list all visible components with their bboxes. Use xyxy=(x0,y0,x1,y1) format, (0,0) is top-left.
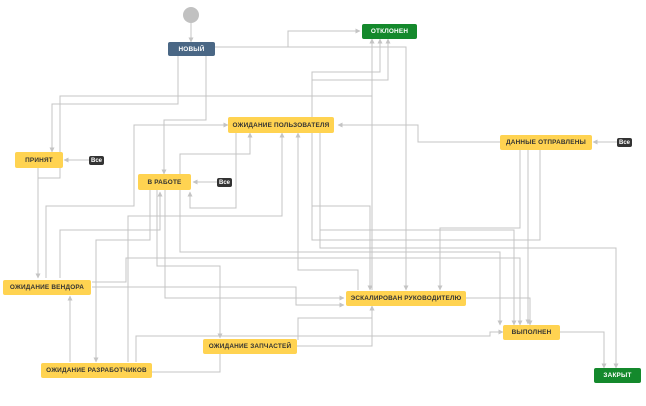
edge-inprogress-done xyxy=(179,190,503,326)
edge-user-rejected xyxy=(311,38,383,117)
badge-all-in-progress: Все xyxy=(217,178,232,187)
edge-inprogress-esc xyxy=(164,190,345,301)
edge-new-rejected xyxy=(215,28,361,48)
status-new[interactable]: НОВЫЙ xyxy=(168,42,215,56)
status-waiting-devs[interactable]: ОЖИДАНИЕ РАЗРАБОТЧИКОВ xyxy=(41,363,152,378)
badge-all-accepted: Все xyxy=(89,156,104,165)
badge-all-data-sent: Все xyxy=(617,138,632,147)
status-waiting-parts[interactable]: ОЖИДАНИЕ ЗАПЧАСТЕЙ xyxy=(203,339,297,354)
edge-user-closed xyxy=(319,133,619,369)
status-accepted[interactable]: ПРИНЯТ xyxy=(15,152,63,168)
edge-done-closed xyxy=(560,331,607,369)
status-waiting-user[interactable]: ОЖИДАНИЕ ПОЛЬЗОВАТЕЛЯ xyxy=(228,117,334,133)
edge-vendor-user xyxy=(45,122,229,278)
edge-new-inprogress xyxy=(161,56,207,175)
edge-new-accepted xyxy=(49,56,179,153)
edge-user-inprogress xyxy=(187,133,237,209)
edge-esc-done xyxy=(466,297,533,326)
edge-user-esc xyxy=(311,133,373,291)
edge-inprogress-parts xyxy=(156,190,223,339)
edge-parts-esc xyxy=(297,305,375,340)
status-closed[interactable]: ЗАКРЫТ xyxy=(594,368,641,383)
edge-vendor-esc xyxy=(92,286,345,308)
edge-new-esc xyxy=(215,46,409,291)
edge-devs-done xyxy=(135,329,504,362)
edge-datasent-rejected xyxy=(311,38,541,241)
edge-datasent-user xyxy=(337,122,500,143)
edge-inprogress-devs xyxy=(93,190,151,363)
edge-esc-user xyxy=(295,132,359,290)
edge-datasent-esc xyxy=(437,150,521,291)
edge-vendor-done xyxy=(92,257,523,326)
status-in-progress[interactable]: В РАБОТЕ xyxy=(138,174,191,190)
edge-devs-user xyxy=(127,132,285,362)
status-rejected[interactable]: ОТКЛОНЕН xyxy=(362,24,417,39)
status-waiting-vendor[interactable]: ОЖИДАНИЕ ВЕНДОРА xyxy=(3,280,91,295)
edge-vendor-inprogress xyxy=(59,191,163,278)
status-escalated[interactable]: ЭСКАЛИРОВАН РУКОВОДИТЕЛЮ xyxy=(346,291,466,306)
status-done[interactable]: ВЫПОЛНЕН xyxy=(503,325,560,340)
edge-inprogress-user xyxy=(179,132,253,174)
status-data-sent[interactable]: ДАННЫЕ ОТПРАВЛЕНЫ xyxy=(500,135,592,150)
start-node xyxy=(183,7,199,23)
